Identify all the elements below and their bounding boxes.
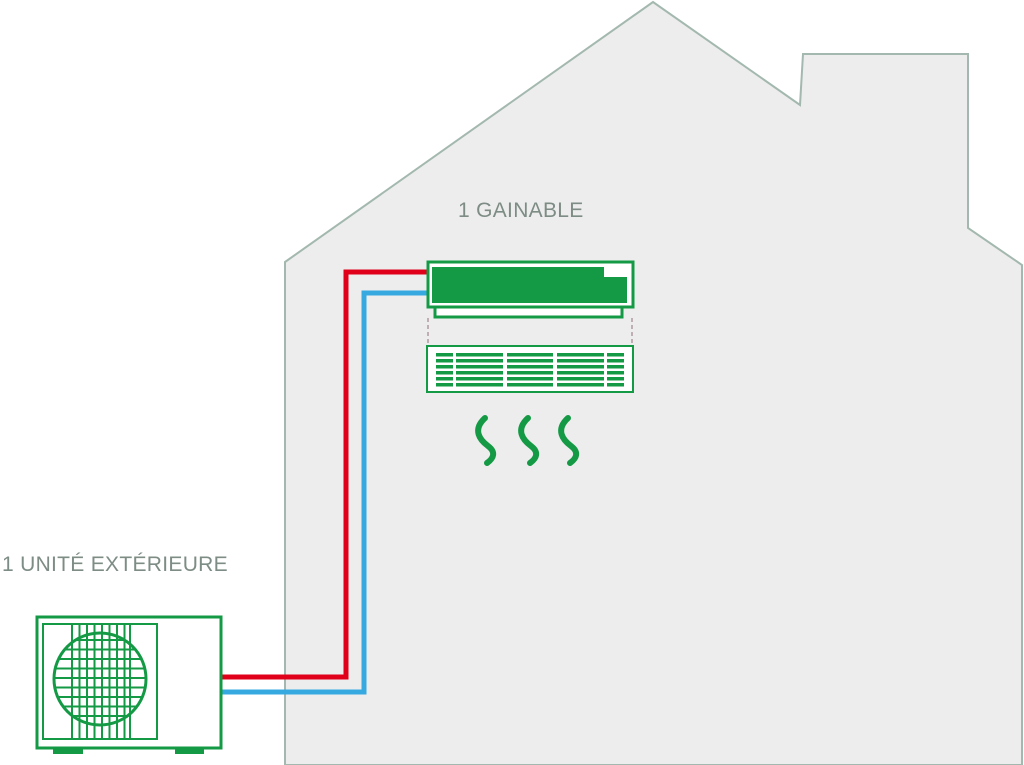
grille-slat [607,371,624,375]
grille-slat [507,383,553,387]
grille-slat [456,353,503,357]
grille-slat [436,383,453,387]
outdoor-unit-label: 1 UNITÉ EXTÉRIEURE [2,553,228,576]
grille-slat [507,359,553,363]
grille-slat [456,359,503,363]
grille-slat [456,377,503,381]
grille-slat [436,377,453,381]
hot-pipe [222,269,428,680]
grille-slat [607,365,624,369]
grille-slat [557,359,604,363]
grille-slat [557,353,604,357]
grille-slat [456,365,503,369]
grille-slat [507,377,553,381]
fan-icon [52,631,148,727]
grille-slat [436,359,453,363]
grille-slat [557,371,604,375]
grille-slat [607,383,624,387]
ducted-indoor-unit [426,260,635,393]
grille-slat [557,365,604,369]
grille-slat [507,365,553,369]
grille-slat [507,371,553,375]
warm-air-icon [475,415,580,466]
grille-slat [557,377,604,381]
grille-slat [607,359,624,363]
grille-slat [507,353,553,357]
grille-slat [436,365,453,369]
cold-pipe [222,290,428,695]
grille-slat [607,377,624,381]
refrigerant-pipes [222,269,428,695]
grille-slat [436,371,453,375]
house-outline [284,0,1023,765]
grille-slat [456,371,503,375]
indoor-unit-label: 1 GAINABLE [458,199,584,222]
grille-slat [436,353,453,357]
grille-slat [607,353,624,357]
outdoor-unit [35,615,223,754]
grille-slat [456,383,503,387]
grille-slat [557,383,604,387]
